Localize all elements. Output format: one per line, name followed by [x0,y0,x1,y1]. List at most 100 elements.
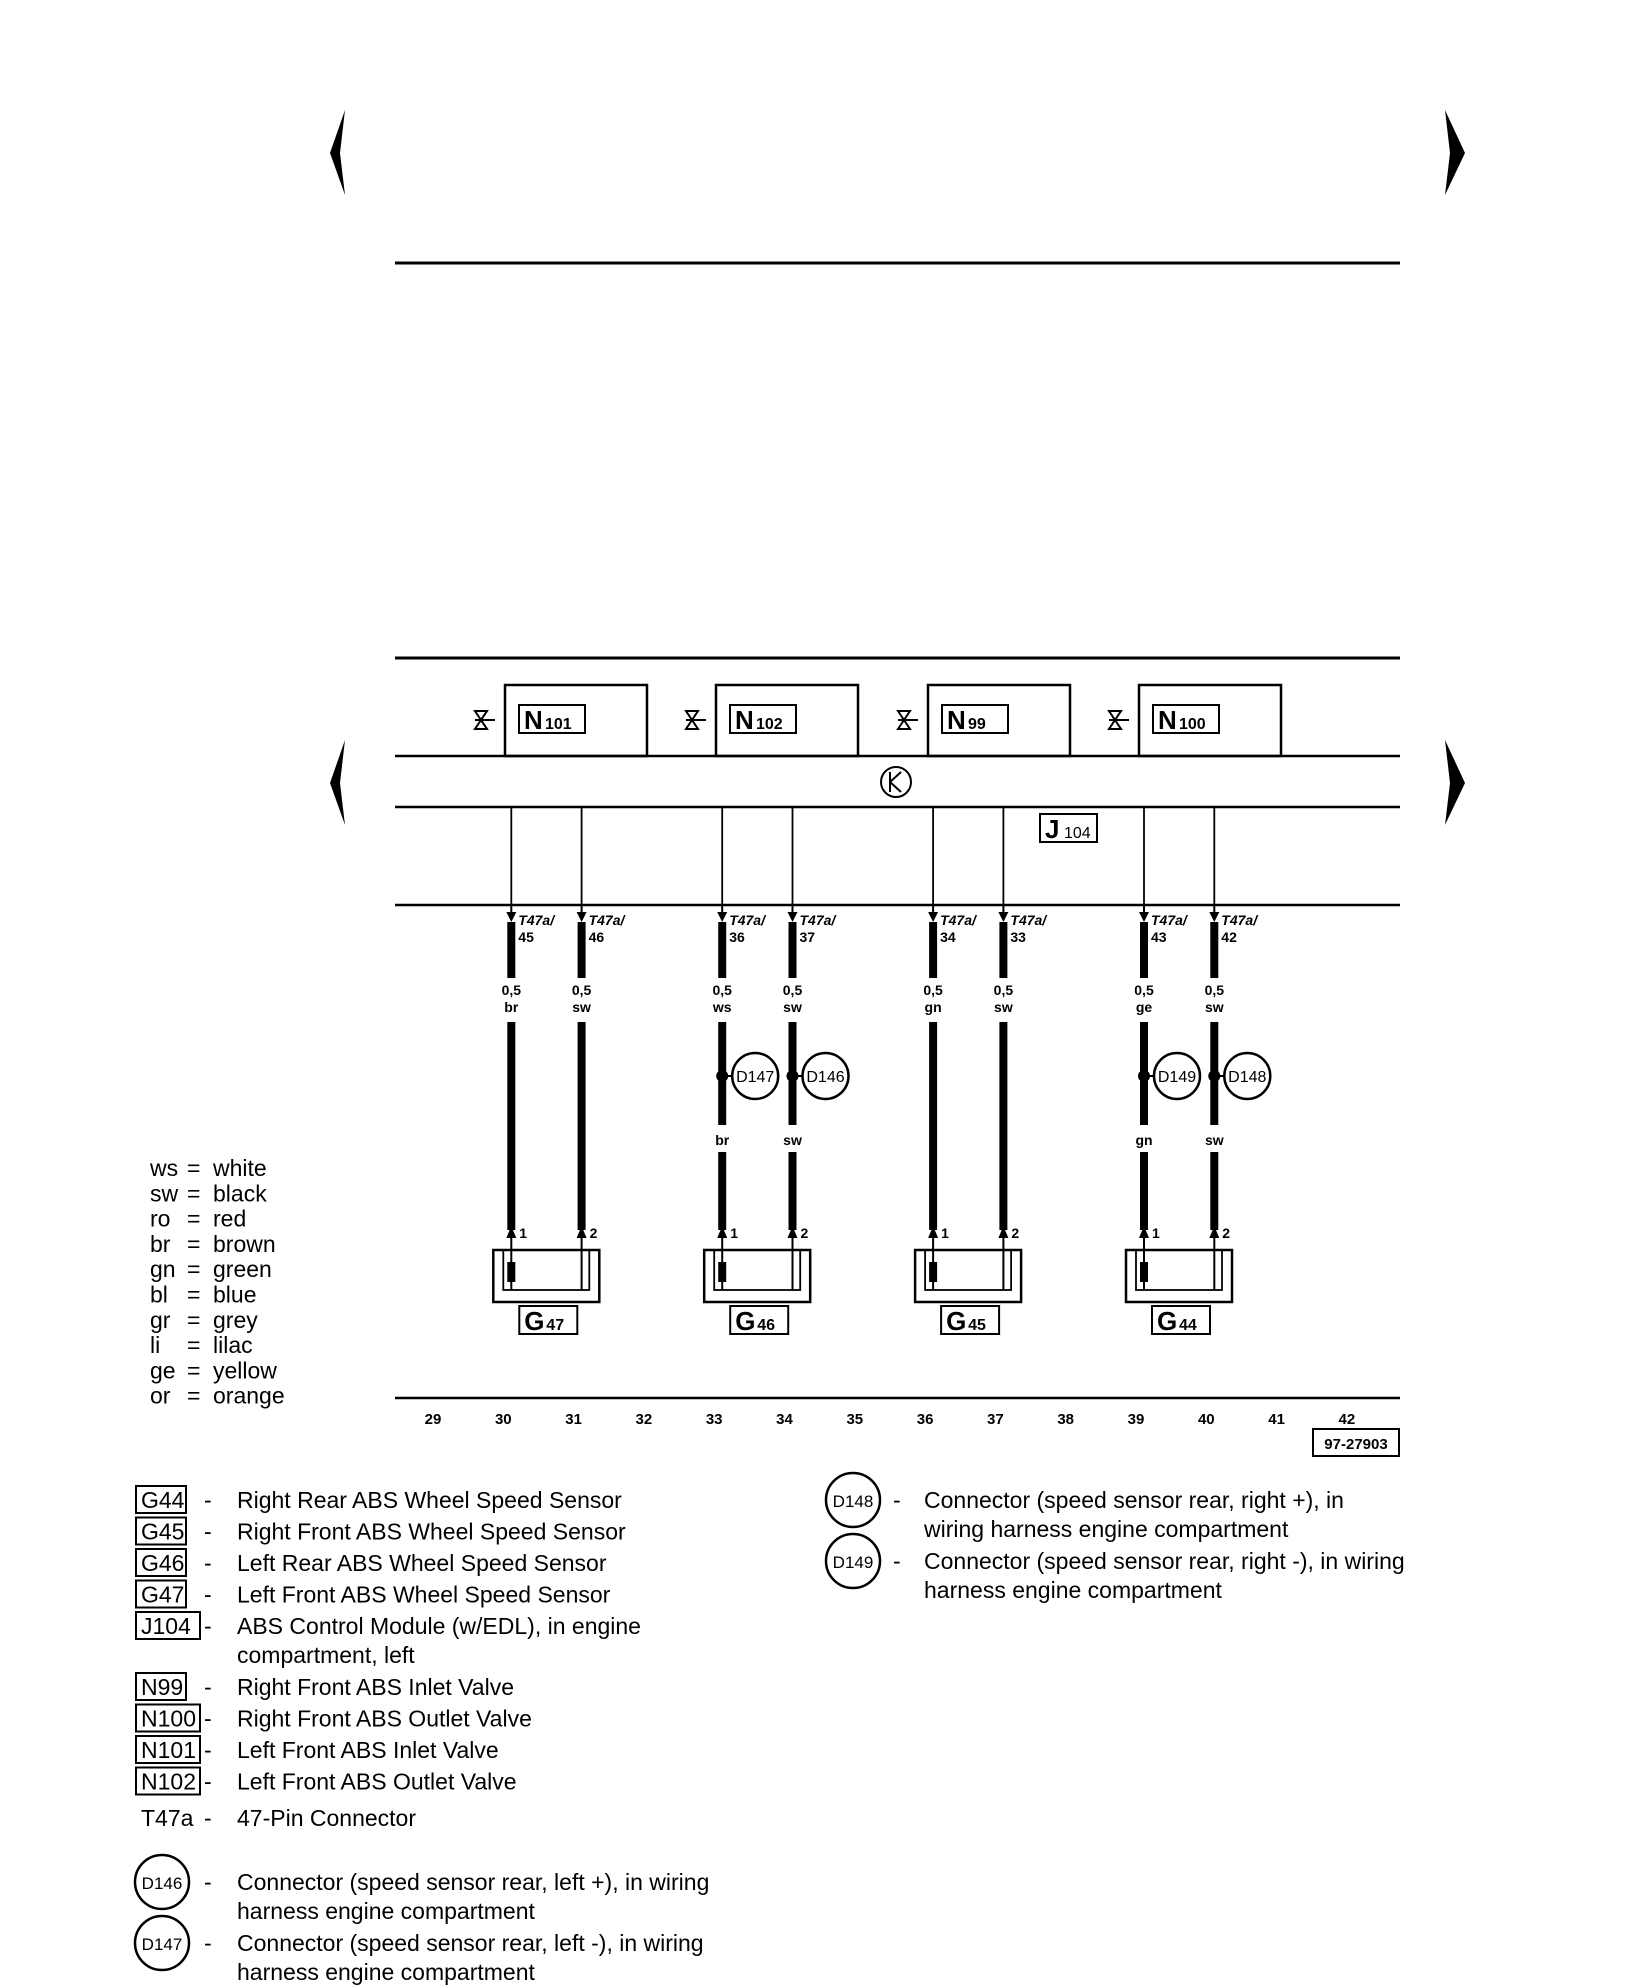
wire-size: 0,5 [1205,982,1225,998]
color-key-row: ws=white [149,1155,267,1181]
wire-size: 0,5 [502,982,522,998]
valve-symbol-icon [1107,710,1123,730]
grid-number: 35 [846,1411,863,1428]
sensor-sub: 44 [1179,1317,1197,1334]
pin-connector: T47a/ [800,912,838,928]
grid-number: 29 [425,1411,442,1428]
legend-dash: - [893,1548,901,1574]
inline-connector-label: D149 [1158,1069,1196,1086]
sensor-sub: 47 [546,1317,564,1334]
color-name: white [212,1155,267,1181]
sensor-id: G [524,1306,544,1336]
legend-desc: Left Rear ABS Wheel Speed Sensor [237,1550,607,1576]
wire-size: 0,5 [572,982,592,998]
grid-number: 32 [636,1411,653,1428]
legend-item-J104: J104-ABS Control Module (w/EDL), in engi… [135,1611,641,1668]
wire-color: sw [783,999,802,1015]
color-key-row: or=orange [150,1383,285,1409]
prev-section-arrow-icon[interactable] [330,740,345,825]
sensor-pin: 1 [1152,1225,1160,1241]
legend-desc: harness engine compartment [237,1959,535,1985]
sensor-coil-icon [507,1262,516,1282]
color-code: br [150,1231,171,1257]
color-key-row: ge=yellow [150,1357,277,1383]
grid-number: 33 [706,1411,723,1428]
legend-desc: Right Front ABS Wheel Speed Sensor [237,1519,626,1545]
wire-color: sw [572,999,591,1015]
grid-number: 41 [1268,1411,1285,1428]
inline-connector-label: D147 [736,1069,774,1086]
sensor-pin: 1 [519,1225,527,1241]
wire-size: 0,5 [923,982,943,998]
wire-color: ge [1136,999,1153,1015]
sensor-id: G [735,1306,755,1336]
legend-code: N101 [141,1737,196,1763]
color-name: brown [213,1231,276,1257]
grid-number: 39 [1128,1411,1145,1428]
color-key-row: gr=grey [150,1307,258,1333]
legend-item-N99: N99-Right Front ABS Inlet Valve [135,1672,514,1701]
wire-size: 0,5 [994,982,1014,998]
legend-dash: - [204,1674,212,1700]
color-eq: = [187,1180,200,1206]
valve-symbol-icon [684,710,700,730]
wire-color-lower: sw [783,1132,802,1148]
valve-id: N [524,705,543,735]
pin-number: 45 [518,929,534,945]
pin-connector: T47a/ [518,912,556,928]
legend-dash: - [893,1487,901,1513]
sensor-coil-icon [929,1262,938,1282]
color-eq: = [187,1307,200,1333]
grid-number: 31 [565,1411,582,1428]
sensor-coil-icon [1140,1262,1148,1282]
inline-connector-circle [1223,1051,1272,1101]
legend-desc: harness engine compartment [924,1577,1222,1603]
legend-code: T47a [141,1805,194,1831]
legend-desc: Connector (speed sensor rear, left +), i… [237,1869,709,1895]
legend-item-D149: D149-Connector (speed sensor rear, right… [824,1532,1405,1603]
color-key-row: bl=blue [150,1282,256,1308]
valve-sub: 100 [1179,716,1206,733]
wire-color: ws [712,999,732,1015]
color-eq: = [187,1155,200,1181]
valve-symbol-icon [473,710,489,730]
legend-desc: harness engine compartment [237,1898,535,1924]
legend-desc: Right Front ABS Inlet Valve [237,1674,514,1700]
legend-desc: Connector (speed sensor rear, left -), i… [237,1930,704,1956]
grid-number: 36 [917,1411,934,1428]
legend-code: G44 [141,1487,185,1513]
legend-item-N101: N101-Left Front ABS Inlet Valve [135,1735,499,1764]
next-section-arrow-icon[interactable] [1445,740,1465,825]
wire-color: br [504,999,519,1015]
sensor-pin: 1 [730,1225,738,1241]
legend-dash: - [204,1869,212,1895]
sensor-pin: 2 [590,1225,598,1241]
prev-page-arrow-icon[interactable] [330,110,345,195]
next-page-arrow-icon[interactable] [1445,110,1465,195]
color-eq: = [187,1357,200,1383]
sensor-coil-icon [718,1262,727,1282]
color-code: gn [150,1256,176,1282]
legend-code: G45 [141,1519,184,1545]
legend-code: N102 [141,1769,196,1795]
pin-number: 33 [1010,929,1026,945]
color-key-row: gn=green [150,1256,272,1282]
wire-color: sw [1205,999,1224,1015]
wire-45: T47a/45 0,5br [502,807,556,1238]
pin-number: 43 [1151,929,1167,945]
wire-size: 0,5 [712,982,732,998]
legend-dash: - [204,1487,212,1513]
sensor-id: G [1157,1306,1177,1336]
valve-sub: 101 [545,716,572,733]
pin-number: 37 [800,929,816,945]
legend-dash: - [204,1706,212,1732]
wire-color: gn [925,999,942,1015]
color-name: red [213,1206,246,1232]
